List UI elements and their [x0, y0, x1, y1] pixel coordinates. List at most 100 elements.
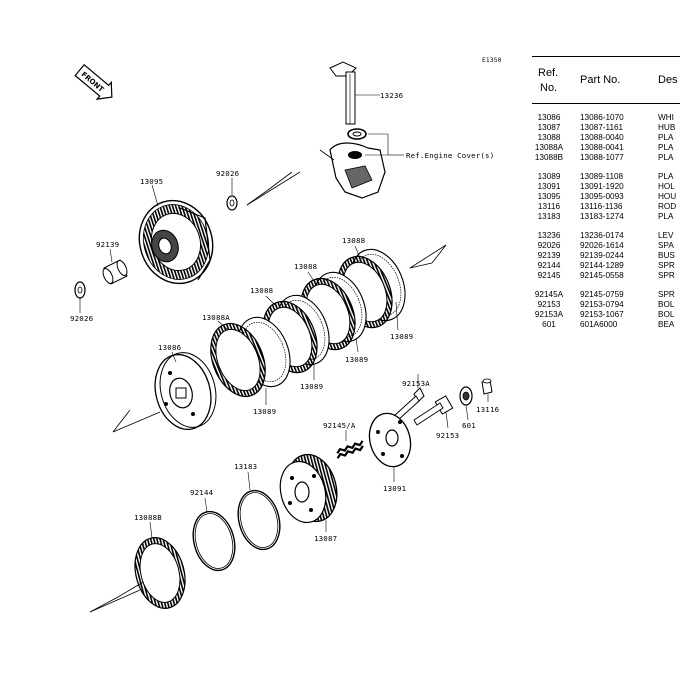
callout-92026-top: 92026: [216, 169, 239, 178]
part-number: 13088-0041: [580, 142, 624, 152]
lever-13236: [329, 61, 380, 125]
part-number: 92145-0759: [580, 290, 624, 299]
part-number: 92139-0244: [580, 250, 624, 260]
part-number: 13087-1161: [580, 122, 624, 132]
callout-13089-far: 13089: [390, 332, 413, 341]
callout-92144: 92144: [190, 488, 214, 497]
header-ref-line2: No.: [540, 82, 558, 94]
table-header-rule: [532, 103, 680, 104]
hub-13087: [279, 453, 338, 532]
callout-13088-near: 13088: [250, 286, 273, 295]
rod-13116: [481, 378, 493, 402]
holder-13091: [368, 412, 412, 482]
bolt-92153: [413, 395, 454, 429]
description: SPR: [658, 270, 675, 280]
plate-13183: [237, 471, 281, 551]
description: PLA: [658, 211, 674, 221]
part-number: 13089-1108: [580, 172, 624, 181]
ref-number: 13088B: [534, 152, 564, 162]
description: HOU: [658, 191, 677, 201]
part-number: 13088-0040: [580, 132, 624, 142]
ref-number: 92139: [537, 250, 561, 260]
callout-13236: 13236: [380, 91, 403, 100]
bearing-601: [459, 386, 473, 421]
ref-number: 601: [542, 319, 556, 329]
callout-13183: 13183: [234, 462, 257, 471]
description: HOL: [658, 181, 675, 191]
part-number: 13116-1136: [580, 201, 623, 211]
front-arrow-icon: FRONT: [74, 63, 113, 100]
description: PLA: [658, 132, 674, 142]
description: BOL: [658, 299, 675, 309]
part-number: 92153-1067: [580, 309, 624, 319]
description: PLA: [658, 172, 674, 181]
engine-cover-fragment: [319, 128, 404, 199]
bushing-92139: [102, 248, 128, 285]
callout-13091: 13091: [383, 484, 406, 493]
callout-13089-near: 13089: [300, 382, 323, 391]
table-row: 92145 92145-0558 SPR: [532, 271, 680, 281]
table-row: 92139 92139-0244 BUS: [532, 251, 680, 261]
spacer-92026-left: [74, 281, 86, 313]
ref-number: 92153: [537, 299, 561, 309]
part-number: 13091-1920: [580, 181, 624, 191]
callout-13088A: 13088A: [202, 313, 230, 322]
part-number: 92144-1289: [580, 260, 624, 270]
table-row: 13088 13088-0040 PLA: [532, 133, 680, 143]
callout-13088B: 13088B: [134, 513, 162, 522]
part-number: 13086-1070: [580, 113, 624, 122]
callout-92139: 92139: [96, 240, 119, 249]
springs-92145: [336, 430, 364, 459]
ref-number: 13088: [537, 132, 561, 142]
ref-number: 13086: [537, 113, 561, 122]
header-description: Des: [658, 74, 678, 86]
part-number: 13183-1274: [580, 211, 624, 221]
callout-92153A: 92153A: [402, 379, 430, 388]
ref-number: 13091: [537, 181, 561, 191]
header-ref-line1: Ref.: [538, 67, 559, 79]
callout-13088-mid: 13088: [294, 262, 317, 271]
description: SPR: [658, 260, 675, 270]
table-row: 13088A 13088-0041 PLA: [532, 143, 680, 153]
ref-number: 92026: [537, 240, 561, 250]
table-row: 13089 13089-1108 PLA: [532, 172, 680, 182]
wheel-13086: [154, 351, 217, 431]
callout-13087: 13087: [314, 534, 337, 543]
ref-number: 92145A: [534, 290, 564, 299]
ref-number: 13116: [537, 201, 561, 211]
description: WHI: [658, 113, 674, 122]
diagram-code: E1350: [482, 57, 502, 64]
callout-92153: 92153: [436, 431, 459, 440]
part-number: 13095-0093: [580, 191, 624, 201]
callout-ref-engine-cover: Ref.Engine Cover(s): [406, 151, 494, 160]
part-number: 601A6000: [580, 319, 618, 329]
ref-number: 92145: [537, 270, 561, 280]
part-number: 13236-0174: [580, 231, 624, 240]
part-number: 92145-0558: [580, 270, 624, 280]
description: BUS: [658, 250, 675, 260]
ref-number: 13089: [537, 172, 561, 181]
callout-601: 601: [462, 421, 476, 430]
ref-number: 13236: [537, 231, 561, 240]
plate-13088B: [134, 521, 186, 609]
ref-number: 13095: [537, 191, 561, 201]
ref-number: 13088A: [534, 142, 564, 152]
header-part-no: Part No.: [580, 74, 621, 86]
description: PLA: [658, 142, 674, 152]
callout-13088-far: 13088: [342, 236, 365, 245]
callout-13089-front: 13089: [253, 407, 276, 416]
callout-13095: 13095: [140, 177, 163, 186]
part-number: 92026-1614: [580, 240, 624, 250]
table-row: 13095 13095-0093 HOU: [532, 192, 680, 202]
description: HUB: [658, 122, 676, 132]
